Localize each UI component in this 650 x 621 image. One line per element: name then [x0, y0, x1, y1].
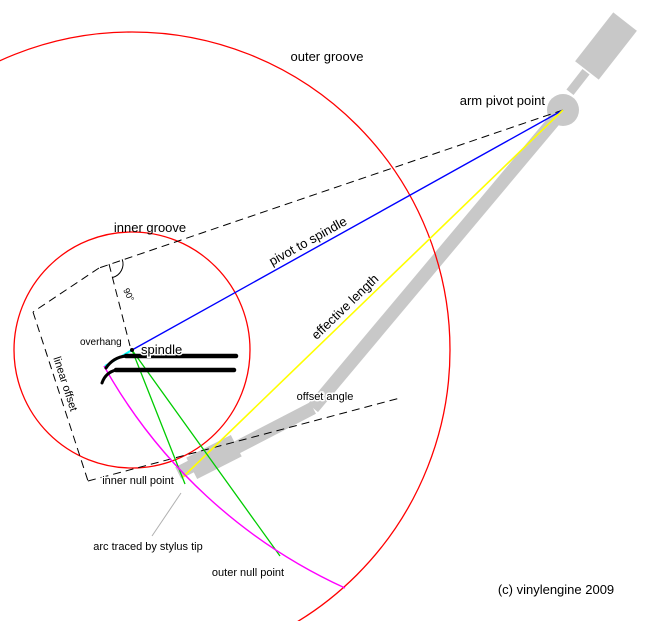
stylus-arc	[103, 365, 346, 589]
cartridge-sketch-nose	[104, 354, 128, 370]
arc-label-leader-line	[151, 492, 182, 537]
counterweight	[575, 12, 637, 80]
pivot-parallel-line	[98, 109, 564, 269]
label-arm-pivot-point: arm pivot point	[460, 93, 546, 108]
right-angle-arc	[112, 259, 124, 278]
arm-tube	[308, 105, 568, 413]
inner-groove-circle	[13, 231, 251, 469]
spindle-dot	[130, 348, 134, 352]
arm-stub	[566, 68, 590, 96]
label-inner-groove: inner groove	[114, 220, 186, 235]
label-outer-groove: outer groove	[291, 49, 364, 64]
label-spindle: spindle	[141, 342, 182, 357]
outer-groove-circle	[0, 31, 451, 621]
tonearm	[175, 12, 637, 480]
label-overhang: overhang	[80, 337, 122, 348]
label-pivot-to-spindle: pivot to spindle	[266, 213, 349, 268]
pivot-to-spindle-line	[131, 109, 564, 351]
label-arc-traced-by-stylus-tip: arc traced by stylus tip	[93, 541, 202, 553]
label-inner-null-point: inner null point	[102, 475, 174, 487]
offset-box-top-line	[32, 267, 100, 313]
cartridge-body	[175, 457, 201, 479]
effective-length-line	[182, 109, 564, 478]
construction-lines	[32, 109, 564, 482]
cartridge-sketch	[100, 353, 239, 385]
spindle-perpendicular-line	[108, 263, 131, 347]
arm-tube-front	[225, 402, 316, 458]
label-right-angle: 90°	[121, 286, 136, 303]
headshell	[186, 434, 242, 480]
label-linear-offset: linear offset	[50, 355, 79, 413]
linear-offset-line	[32, 311, 89, 482]
inner-null-radius-line	[131, 349, 186, 485]
label-offset-angle: offset angle	[297, 391, 354, 403]
cartridge-sketch-stylus	[100, 368, 118, 385]
label-outer-null-point: outer null point	[212, 567, 284, 579]
outer-null-radius-line	[131, 349, 281, 557]
cartridge-axis-line	[87, 397, 401, 482]
label-copyright: (c) vinylengine 2009	[498, 582, 614, 597]
